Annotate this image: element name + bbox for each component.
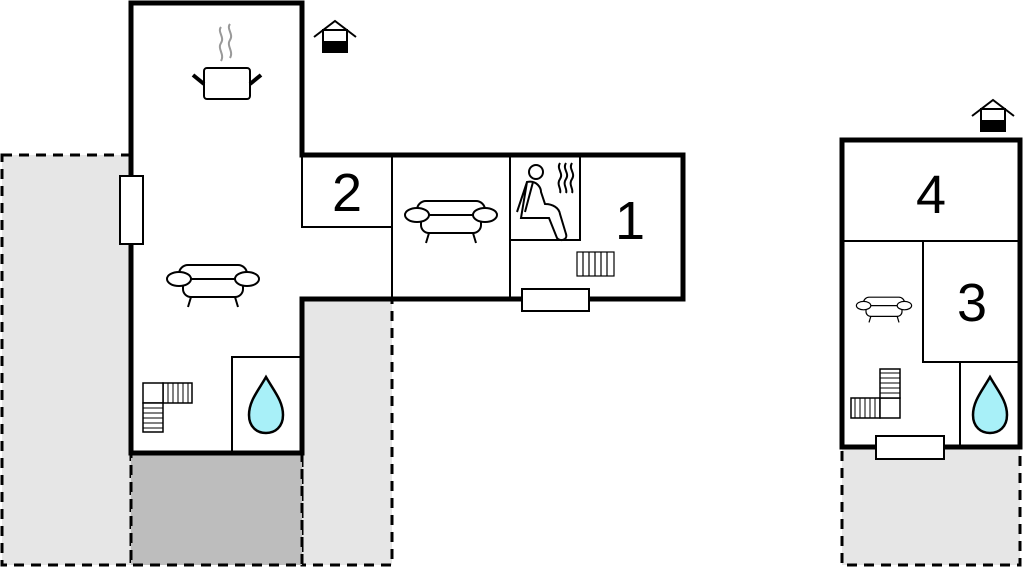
sauna: [509, 154, 581, 241]
bathroom-annex: [959, 361, 1021, 448]
terrace-left: [0, 153, 133, 567]
window-icon: [119, 175, 144, 245]
cooking-pot-icon: [191, 23, 263, 100]
bathroom: [231, 356, 303, 454]
terrace-right: [300, 297, 394, 567]
window-icon: [521, 288, 590, 312]
sauna-icon: [516, 162, 575, 242]
room-label-2: 2: [332, 163, 362, 223]
home-entrance-icon: [971, 99, 1015, 132]
covered-terrace: [129, 451, 304, 567]
terrace-annex: [840, 445, 1022, 567]
radiator-icon: [576, 251, 615, 277]
window-icon: [875, 435, 945, 460]
main-building-walls: [128, 0, 686, 456]
room-label-4: 4: [916, 165, 946, 225]
home-entrance-icon: [313, 20, 357, 53]
room-label-3: 3: [957, 273, 987, 333]
room-label-1: 1: [615, 191, 645, 251]
